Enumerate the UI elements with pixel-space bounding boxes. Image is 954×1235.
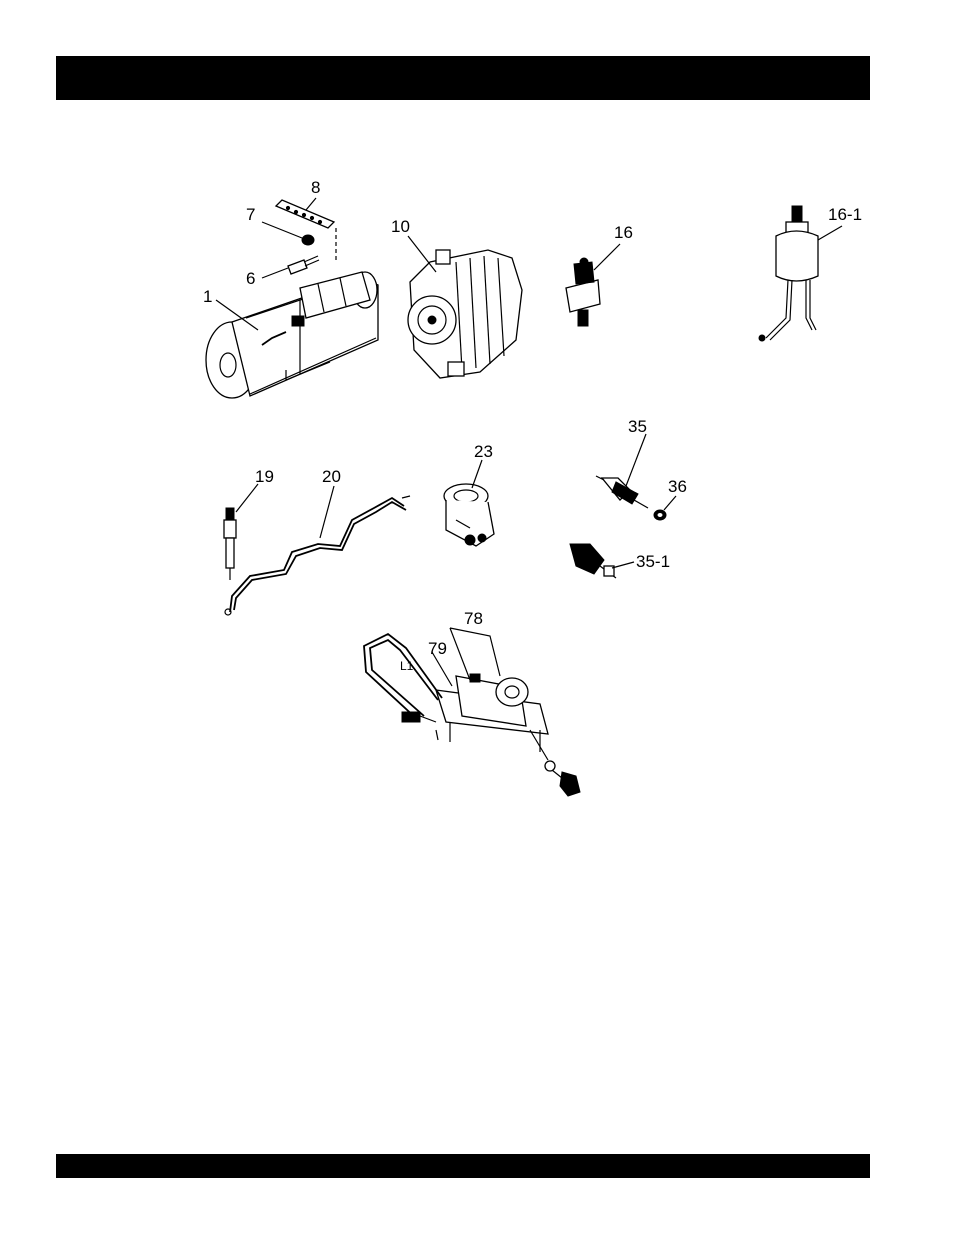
temperature-switch-icon [596,476,648,508]
callout-79: 79 [428,639,447,658]
wire-icon [225,496,410,615]
temperature-sender-icon [570,544,616,578]
callout-6: 6 [246,269,255,288]
callout-35-1: 35-1 [636,552,670,571]
callout-36: 36 [668,477,687,496]
housing-icon [444,484,494,546]
glow-plug-icon [224,508,236,580]
callout-8: 8 [311,178,320,197]
callout-20: 20 [322,467,341,486]
callout-L1: L1 [400,659,414,673]
alternator-icon [408,250,522,378]
pressure-sender-icon [759,206,818,341]
callout-78: 78 [464,609,483,628]
bracket-bolt-icon [288,256,319,274]
washer-icon [654,510,666,520]
starter-motor-icon [206,228,378,398]
callout-19: 19 [255,467,274,486]
callout-16-1: 16-1 [828,205,862,224]
footer-bar [56,1154,870,1178]
callout-35: 35 [628,417,647,436]
pressure-switch-icon [566,258,600,326]
callout-7: 7 [246,205,255,224]
lock-washer-icon [302,235,314,245]
callout-16: 16 [614,223,633,242]
callout-1: 1 [203,287,212,306]
terminal-plate-icon [276,200,334,228]
solenoid-icon [364,634,580,796]
callout-23: 23 [474,442,493,461]
callout-10: 10 [391,217,410,236]
